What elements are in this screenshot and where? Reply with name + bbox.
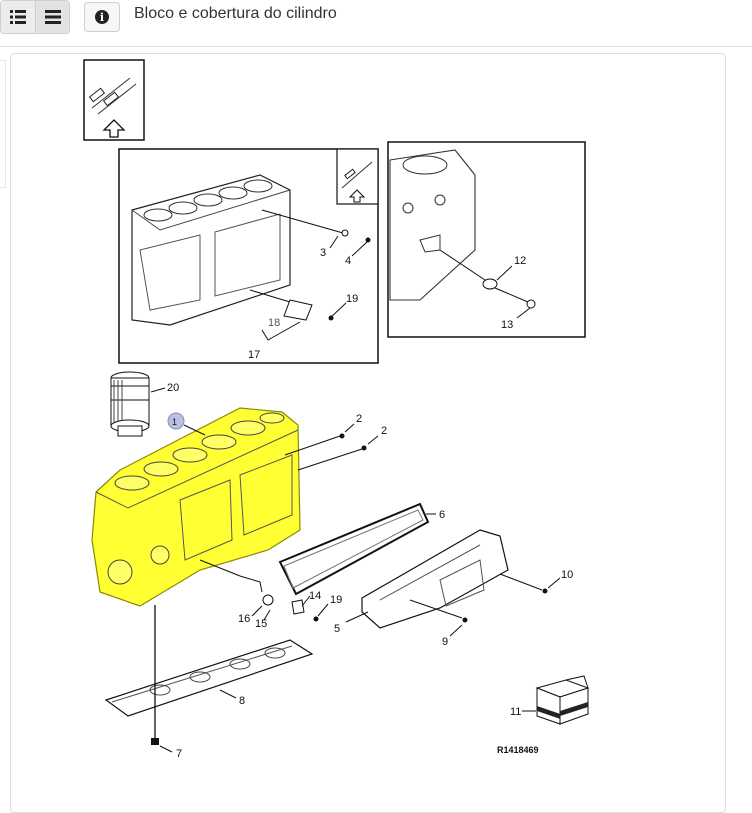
callout-4: 4	[345, 255, 351, 267]
info-button[interactable]: i	[84, 2, 120, 32]
callout-18: 18	[268, 317, 280, 329]
callout-19: 19	[330, 594, 342, 606]
callout-12: 12	[514, 255, 526, 267]
cylinder-block-highlighted[interactable]: 1	[91, 407, 301, 607]
list-view-button[interactable]	[1, 1, 35, 33]
callout-2b: 2	[381, 425, 387, 437]
callout-7: 7	[176, 748, 182, 760]
callout-11: 11	[510, 706, 521, 718]
detail-view-button[interactable]	[35, 1, 69, 33]
cylinder-liner: 20	[110, 371, 179, 437]
callout-16: 16	[238, 613, 250, 625]
callout-2a: 2	[356, 413, 362, 425]
small-fittings: 14 15 16 19	[199, 559, 342, 630]
callout-3: 3	[320, 247, 326, 259]
header-divider	[0, 46, 752, 47]
callout-5: 5	[334, 623, 340, 635]
inset-rear-view: 12 13	[387, 141, 586, 338]
callout-9: 9	[442, 636, 448, 648]
reference-code: R1418469	[497, 745, 539, 755]
callout-8: 8	[239, 695, 245, 707]
info-icon: i	[95, 10, 109, 24]
callout-20: 20	[167, 382, 179, 394]
bed-plate: 8	[104, 639, 314, 717]
view-toggle-group	[0, 0, 70, 34]
main-bolt: 7	[151, 605, 182, 760]
parts-kit: 11	[510, 675, 590, 725]
callout-10: 10	[561, 569, 573, 581]
callout-15: 15	[255, 618, 267, 630]
orientation-icon	[83, 59, 145, 141]
menu-icon	[44, 10, 61, 24]
callout-1: 1	[172, 417, 177, 427]
inset-front-view: 3 4 19 18 17	[118, 148, 379, 364]
list-icon	[10, 10, 26, 24]
page-title: Bloco e cobertura do cilindro	[134, 5, 337, 22]
side-panel-edge	[0, 60, 6, 188]
toolbar: i Bloco e cobertura do cilindro	[0, 0, 752, 40]
oil-pan-gasket: 6	[278, 502, 445, 596]
bolts-2: 2 2	[284, 413, 387, 471]
callout-19-inset: 19	[346, 293, 358, 305]
callout-17: 17	[248, 349, 260, 361]
callout-13: 13	[501, 319, 513, 331]
callout-6: 6	[439, 509, 445, 521]
callout-14: 14	[309, 590, 321, 602]
oil-sump: 10 9 5	[334, 529, 573, 648]
